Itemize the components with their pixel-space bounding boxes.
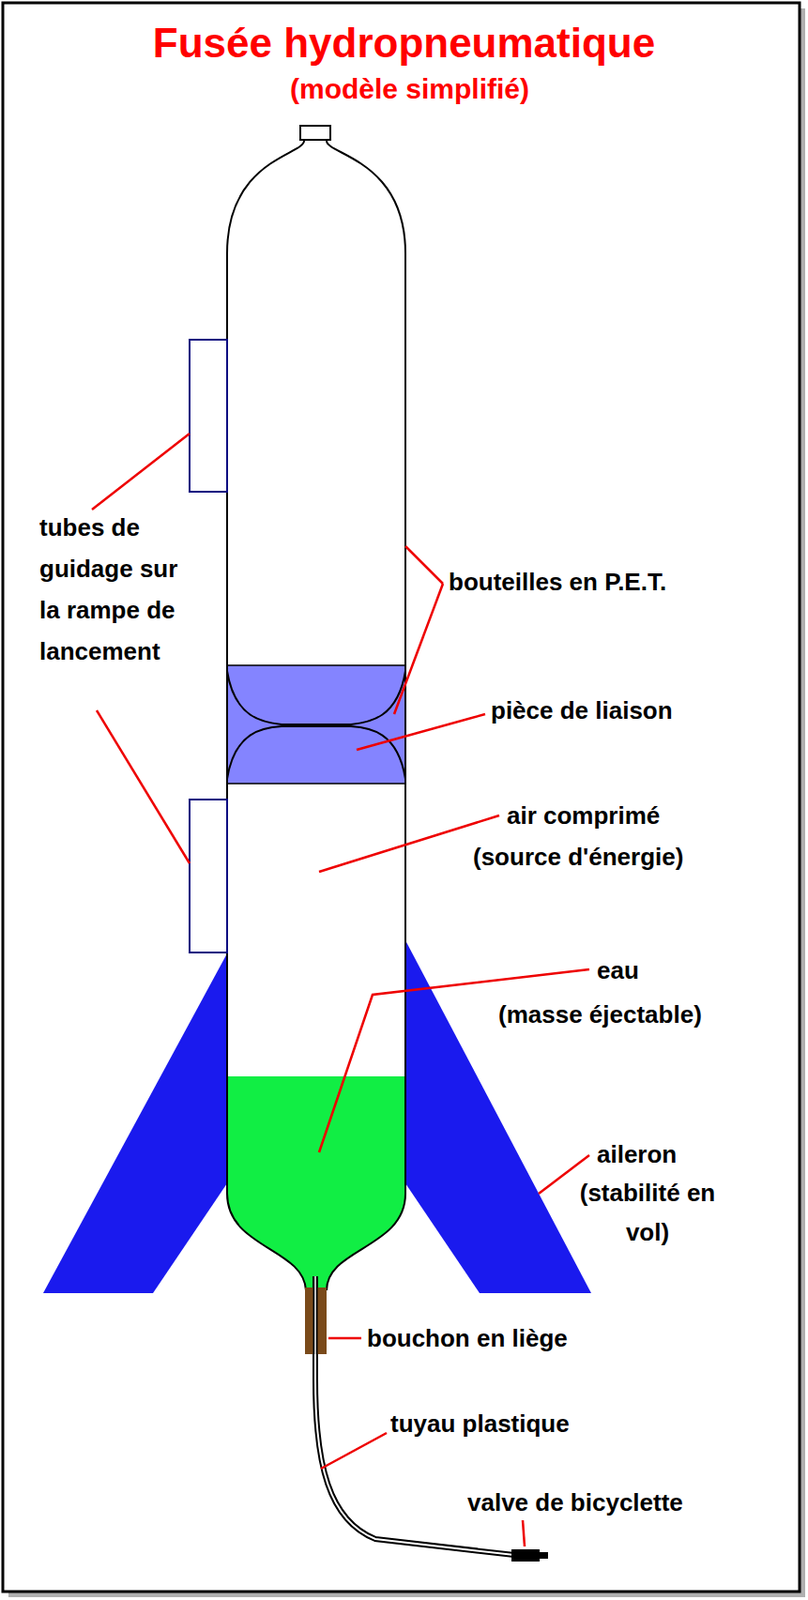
leader-line: [356, 714, 486, 750]
leader-line: [319, 815, 500, 872]
fin: [405, 940, 592, 1294]
bottle-outline: [326, 140, 406, 1291]
title: Fusée hydropneumatique: [0, 18, 808, 68]
part-label: tuyau plastique: [390, 1409, 570, 1438]
subtitle: (modèle simplifié): [5, 72, 808, 107]
bicycle-valve: [511, 1549, 540, 1562]
guide-tube: [189, 339, 228, 492]
bottle-outline: [227, 140, 306, 1291]
guide-tube: [189, 799, 228, 953]
water: [227, 1076, 406, 1291]
leader-line: [320, 1433, 387, 1469]
bottle-bottom: [227, 670, 406, 725]
leader-line: [394, 583, 443, 715]
connector-piece: [227, 665, 406, 784]
leader-line: [96, 710, 190, 864]
part-label: aileron: [596, 1140, 677, 1169]
leader-line: [91, 433, 190, 510]
part-label: tubes de guidage sur la rampe de lanceme…: [39, 506, 199, 672]
part-label: bouchon en liège: [366, 1324, 568, 1353]
part-label: eau: [596, 956, 640, 985]
part-label: air comprimé: [506, 801, 660, 830]
bottle-top: [227, 726, 406, 779]
part-label: bouteilles en P.E.T.: [448, 567, 667, 596]
part-label: pièce de liaison: [490, 696, 673, 725]
valve-cap: [539, 1552, 549, 1559]
tube-in-cork-core: [314, 1276, 317, 1355]
connector-outline: [227, 665, 406, 784]
part-label: (stabilité en vol): [577, 1173, 718, 1252]
leader-line: [522, 1520, 525, 1547]
bottle-body: [227, 140, 406, 1291]
leader-line: [319, 969, 590, 1153]
leader-line: [405, 546, 443, 584]
tube-in-cork: [313, 1276, 319, 1355]
fin: [43, 953, 228, 1294]
part-label: (masse éjectable): [498, 1000, 702, 1029]
part-label: (source d'énergie): [472, 842, 684, 871]
bottle-neck: [300, 125, 331, 140]
leader-line: [328, 1337, 362, 1341]
part-label: valve de bicyclette: [467, 1488, 684, 1517]
